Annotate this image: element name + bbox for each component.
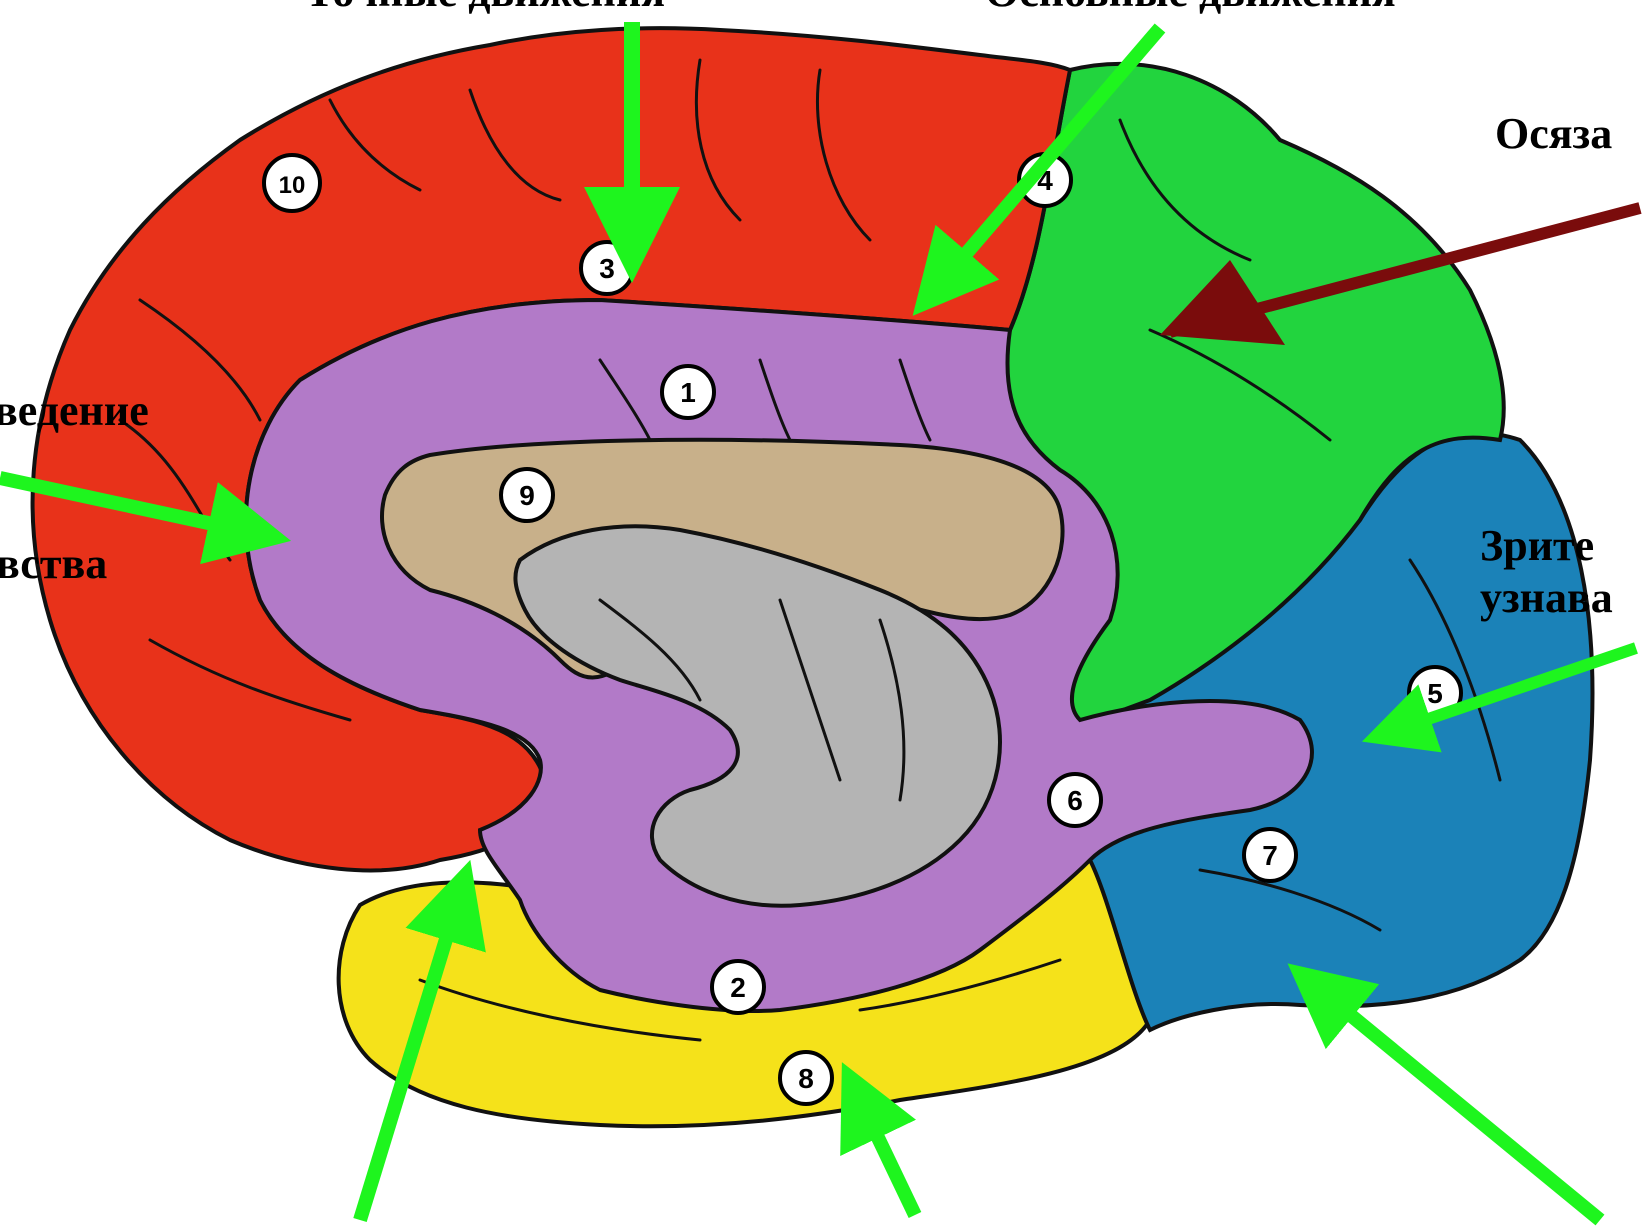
marker-8: 8 [780, 1052, 832, 1104]
marker-label: 1 [680, 377, 696, 408]
green-arrow-icon [1320, 990, 1600, 1220]
label-visual: Зрите [1480, 521, 1594, 570]
marker-label: 9 [519, 480, 535, 511]
marker-2: 2 [712, 961, 764, 1013]
marker-label: 5 [1427, 678, 1443, 709]
label-fine-movements: Точные движения [305, 0, 665, 16]
marker-label: 7 [1262, 840, 1278, 871]
label-touch: Осяза [1495, 109, 1612, 158]
label-left-lower: вства [0, 539, 107, 588]
marker-9: 9 [501, 469, 553, 521]
marker-6: 6 [1049, 774, 1101, 826]
marker-1: 1 [662, 366, 714, 418]
marker-7: 7 [1244, 829, 1296, 881]
label-basic-movements: Основные движения [985, 0, 1396, 16]
marker-label: 10 [279, 172, 306, 199]
marker-label: 3 [599, 253, 615, 284]
marker-10: 10 [264, 155, 320, 211]
marker-label: 2 [730, 972, 746, 1003]
marker-label: 8 [798, 1063, 814, 1094]
green-arrow-icon [860, 1100, 915, 1215]
marker-3: 3 [581, 242, 633, 294]
label-recognition: узнава [1480, 573, 1613, 622]
label-left-upper: ведение [0, 386, 149, 435]
marker-label: 6 [1067, 785, 1083, 816]
